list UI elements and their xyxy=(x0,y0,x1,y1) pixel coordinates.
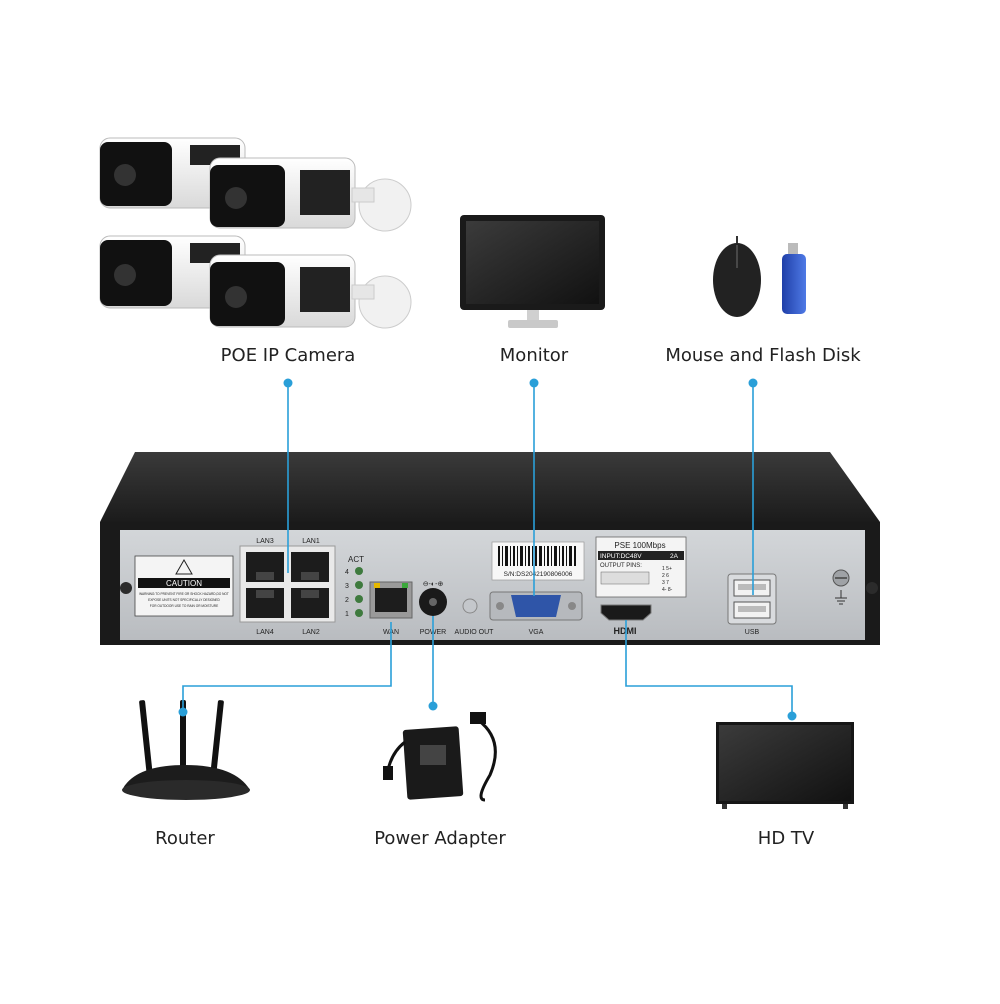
connector-dot xyxy=(529,378,539,388)
router-connector-line xyxy=(182,622,392,712)
act-number: 2 xyxy=(345,597,349,604)
serial-number: S/N:DS2042190806006 xyxy=(504,571,573,578)
caution-text-line: FOR OUTDOOR USE TO RAIN OR MOISTURE xyxy=(150,604,218,608)
power-jack[interactable] xyxy=(419,588,447,616)
router-label: Router xyxy=(155,828,215,849)
led-indicator xyxy=(355,567,363,575)
lan2-port[interactable] xyxy=(291,588,329,618)
connector-dot xyxy=(748,378,758,388)
power-adapter-label: Power Adapter xyxy=(374,828,506,849)
pse-line: PSE 100Mbps xyxy=(614,541,665,550)
audio-out-jack[interactable] xyxy=(462,598,478,614)
mouse-icon xyxy=(713,236,761,317)
act-number: 4 xyxy=(345,569,349,576)
connector-dot xyxy=(283,378,293,388)
lan1-label: LAN1 xyxy=(302,538,320,545)
caution-label: CAUTION WARNING:TO PREVENT FIRE OR SHOCK… xyxy=(134,555,234,617)
caution-title: CAUTION xyxy=(166,579,202,588)
act-number: 1 xyxy=(345,611,349,618)
pse-spec-label: PSE 100Mbps INPUT:DC48V 2A OUTPUT PINS: … xyxy=(595,536,687,598)
monitor-icon xyxy=(460,215,605,328)
lan1-port[interactable] xyxy=(291,552,329,582)
lan4-label: LAN4 xyxy=(256,629,274,636)
hdmi-logo: HDMI xyxy=(614,626,637,636)
lan3-port[interactable] xyxy=(246,552,284,582)
hd-tv-icon xyxy=(716,722,854,809)
connector-dots xyxy=(178,378,797,721)
output-pins-label: OUTPUT PINS: xyxy=(600,563,642,569)
power-adapter-icon xyxy=(383,712,497,802)
led-indicator xyxy=(355,581,363,589)
connector-dot xyxy=(428,701,438,711)
pin-row: 1 5+ xyxy=(662,566,672,572)
svg-text:⊖-◐-⊕: ⊖-◐-⊕ xyxy=(423,581,444,588)
connector-lines xyxy=(182,383,793,716)
vga-port[interactable] xyxy=(489,591,583,621)
connector-dot xyxy=(787,711,797,721)
pse-current: 2A xyxy=(670,553,679,560)
pse-input: INPUT:DC48V xyxy=(600,553,642,560)
ground-screw-icon xyxy=(832,569,850,605)
serial-label: S/N:DS2042190806006 xyxy=(491,541,585,581)
caution-text-line: WARNING:TO PREVENT FIRE OR SHOCK HAZARD,… xyxy=(139,592,229,596)
hd-tv-label: HD TV xyxy=(757,828,815,849)
camera-icon xyxy=(209,157,412,232)
poe-ip-camera-group xyxy=(99,137,412,329)
hdmi-port[interactable] xyxy=(600,604,652,621)
pin-row: 3 7 xyxy=(662,580,669,586)
wan-port[interactable] xyxy=(369,581,413,619)
audio-out-label: AUDIO OUT xyxy=(455,629,495,636)
usb-label: USB xyxy=(745,629,760,636)
lan2-label: LAN2 xyxy=(302,629,320,636)
act-number: 3 xyxy=(345,583,349,590)
lan-port-block: LAN3 LAN1 LAN4 LAN2 xyxy=(239,538,336,636)
lan4-port[interactable] xyxy=(246,588,284,618)
led-indicator xyxy=(355,595,363,603)
camera-icon xyxy=(99,235,246,309)
poe-ip-camera-label: POE IP Camera xyxy=(220,345,356,366)
lan3-label: LAN3 xyxy=(256,538,274,545)
camera-icon xyxy=(209,254,412,329)
camera-icon xyxy=(99,137,246,209)
pin-row: 4- 8- xyxy=(662,587,673,593)
tv-connector-line xyxy=(625,620,793,716)
activity-leds: ACT 4 3 2 1 xyxy=(345,555,364,618)
vga-label: VGA xyxy=(529,629,544,636)
led-indicator xyxy=(355,609,363,617)
monitor-label: Monitor xyxy=(499,345,569,366)
caution-text-line: EXPOSE UNITS NOT SPECIFICALLY DESIGNED xyxy=(148,598,220,602)
router-icon xyxy=(122,700,250,800)
mouse-flash-disk-label: Mouse and Flash Disk xyxy=(665,345,861,366)
pin-row: 2 6 xyxy=(662,573,669,579)
act-label: ACT xyxy=(348,555,364,564)
usb-ports[interactable] xyxy=(727,573,777,625)
connector-dot xyxy=(178,707,188,717)
flash-disk-icon xyxy=(782,243,806,314)
